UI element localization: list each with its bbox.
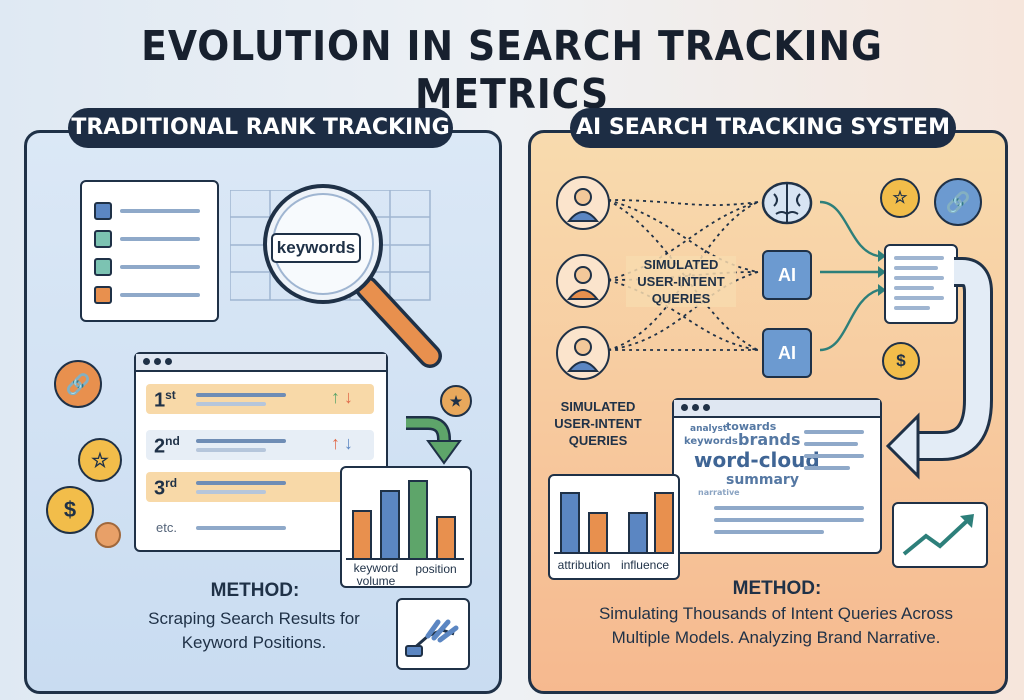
browser-bar	[674, 400, 880, 418]
ai-chip-icon: AI	[762, 328, 812, 378]
rank-row-2: 2nd ↑ ↓	[146, 430, 374, 460]
word-cloud-window: analyst towards keywords brands word-clo…	[672, 398, 882, 554]
ai-header: AI SEARCH TRACKING SYSTEM	[570, 108, 956, 148]
traditional-header: TRADITIONAL RANK TRACKING	[68, 108, 453, 148]
wc-towards: towards	[726, 420, 777, 433]
page-title: EVOLUTION IN SEARCH TRACKING METRICS	[141, 22, 883, 118]
sim-queries-label-bottom: SIMULATED USER-INTENT QUERIES	[554, 399, 642, 448]
robot-hand-icon	[396, 598, 470, 670]
right-metrics-chart: attribution influence	[548, 474, 680, 580]
position-label: position	[415, 562, 457, 576]
left-method-desc: Scraping Search Results for Keyword Posi…	[148, 609, 360, 652]
brain-icon	[758, 174, 816, 232]
return-arrow-icon	[885, 257, 993, 480]
wc-word-cloud: word-cloud	[694, 448, 820, 472]
wc-keywords: keywords	[684, 436, 738, 447]
up-arrow-icon: ↑	[331, 387, 340, 407]
trend-up-icon	[892, 502, 988, 568]
wc-analyst: analyst	[690, 424, 728, 434]
magnifier-icon	[263, 184, 442, 368]
rank-more-label: etc.	[156, 520, 177, 535]
left-method-title: METHOD:	[210, 580, 300, 601]
keyword-list-card	[80, 180, 219, 322]
wc-brands: brands	[738, 430, 801, 449]
attribution-label: attribution	[557, 558, 611, 572]
left-metrics-chart: keyword volume position	[340, 466, 472, 588]
user-icon	[556, 326, 610, 380]
dollar-icon: $	[46, 486, 94, 534]
sim-queries-label-center: SIMULATED USER-INTENT QUERIES	[626, 256, 736, 307]
browser-bar	[136, 354, 386, 372]
up-arrow-icon: ↑	[331, 433, 340, 453]
star-icon: ☆	[78, 438, 122, 482]
down-arrow-icon: ↓	[344, 433, 353, 453]
link-icon: 🔗	[934, 178, 982, 226]
star-coin-icon: ★	[440, 385, 472, 417]
star-icon: ☆	[880, 178, 920, 218]
keywords-text: keywords	[276, 238, 356, 257]
right-method-desc: Simulating Thousands of Intent Queries A…	[598, 604, 954, 647]
wc-summary: summary	[726, 472, 799, 488]
curved-arrow-icon	[406, 416, 462, 465]
dollar-icon: $	[882, 342, 920, 380]
rank-row-3: 3rd	[146, 472, 374, 502]
keyword-volume-label: keyword volume	[353, 561, 399, 588]
ai-chip-icon: AI	[762, 250, 812, 300]
wc-narrative: narrative	[698, 488, 740, 497]
right-method-title: METHOD:	[732, 578, 822, 599]
magnifier-label: keywords	[271, 233, 361, 263]
influence-label: influence	[620, 558, 670, 572]
down-arrow-icon: ↓	[344, 387, 353, 407]
user-icon	[556, 254, 610, 308]
rank-results-window: 1st ↑ ↓ 2nd ↑ ↓ 3rd etc.	[134, 352, 388, 552]
small-dot-decor	[95, 522, 121, 548]
rank-row-1: 1st ↑ ↓	[146, 384, 374, 414]
user-icon	[556, 176, 610, 230]
query-flow-lines	[607, 199, 886, 352]
link-icon: 🔗	[54, 360, 102, 408]
